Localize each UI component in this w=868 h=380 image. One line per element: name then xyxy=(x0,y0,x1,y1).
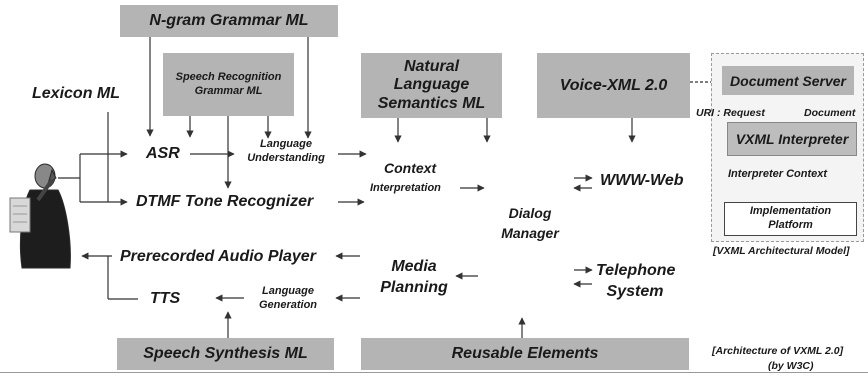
context-label: Context xyxy=(384,160,437,176)
nl-semantics-box: Natural Language Semantics ML xyxy=(361,53,502,118)
prerecorded-audio-player-label: Prerecorded Audio Player xyxy=(120,248,316,265)
reusable-elements-label: Reusable Elements xyxy=(451,345,599,362)
document-server-box: Document Server xyxy=(722,66,854,95)
speech-synthesis-label: Speech Synthesis ML xyxy=(143,345,308,362)
ngram-grammar-label: N-gram Grammar ML xyxy=(149,12,309,29)
interpreter-context-label: Interpreter Context xyxy=(728,168,828,180)
speech-recognition-grammar-label: Speech Recognition Grammar ML xyxy=(175,71,282,97)
vxml-model-caption: [VXML Architectural Model] xyxy=(713,245,850,257)
interpretation-label: Interpretation xyxy=(370,182,441,194)
architecture-caption: [Architecture of VXML 2.0] xyxy=(712,345,844,357)
lexicon-label: Lexicon ML xyxy=(32,85,121,102)
document-label: Document xyxy=(804,107,856,119)
media-planning-label: Media Planning xyxy=(380,258,448,296)
voicexml-box: Voice-XML 2.0 xyxy=(537,53,690,118)
telephone-system-label: Telephone System xyxy=(596,262,676,300)
document-server-label: Document Server xyxy=(730,72,846,89)
vxml-interpreter-label: VXML Interpreter xyxy=(735,131,849,147)
implementation-platform-box: Implementation Platform xyxy=(724,202,857,236)
speech-recognition-grammar-box: Speech Recognition Grammar ML xyxy=(163,53,294,116)
speech-synthesis-box: Speech Synthesis ML xyxy=(117,338,334,370)
nl-semantics-label: Natural Language Semantics ML xyxy=(377,57,486,112)
www-web-label: WWW-Web xyxy=(600,172,684,189)
dtmf-tone-recognizer-label: DTMF Tone Recognizer xyxy=(136,193,314,210)
dialog-manager-label: Dialog Manager xyxy=(501,205,559,242)
person-on-phone-icon xyxy=(9,163,71,269)
implementation-platform-label: Implementation Platform xyxy=(749,205,832,231)
language-generation-label: Language Generation xyxy=(258,285,318,311)
ngram-grammar-box: N-gram Grammar ML xyxy=(120,5,338,37)
voicexml-label: Voice-XML 2.0 xyxy=(559,76,668,94)
language-understanding-label: Language Understanding xyxy=(247,138,325,164)
tts-label: TTS xyxy=(150,290,181,307)
reusable-elements-box: Reusable Elements xyxy=(361,338,689,370)
uri-request-label: URI : Request xyxy=(696,107,765,119)
bottom-divider xyxy=(0,372,868,373)
architecture-caption-source: (by W3C) xyxy=(768,360,814,372)
vxml-interpreter-box: VXML Interpreter xyxy=(727,122,857,156)
asr-label: ASR xyxy=(146,145,180,162)
